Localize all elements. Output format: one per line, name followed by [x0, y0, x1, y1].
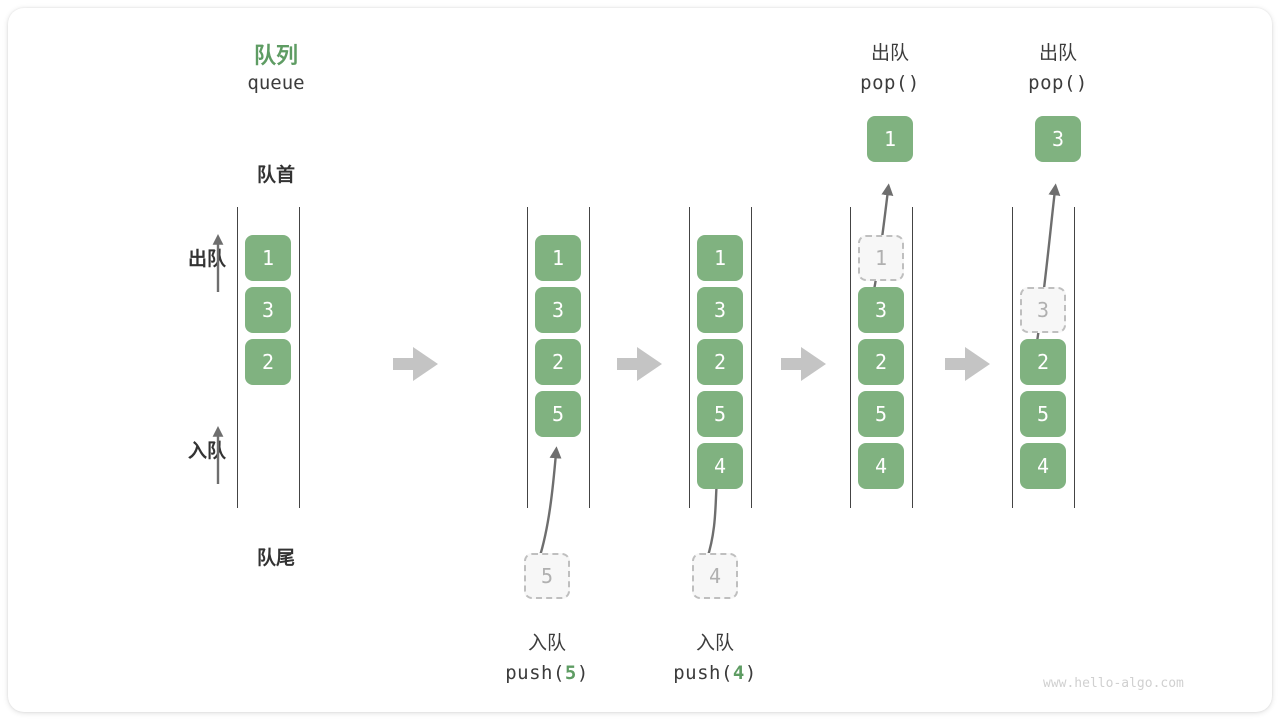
rail-right [589, 207, 590, 508]
queue-cell: 3 [535, 287, 581, 333]
pop-op-label-code: pop() [1028, 72, 1088, 94]
push-arrow-5 [537, 446, 562, 560]
rail-left [850, 207, 851, 508]
ghost-cell-push: 5 [524, 553, 570, 599]
queue-cell: 4 [1020, 443, 1066, 489]
queue-cell: 2 [1020, 339, 1066, 385]
queue-cell: 5 [858, 391, 904, 437]
pop-op-label-code: pop() [860, 72, 920, 94]
diagram-card: 队列 queue 队首 队尾 出队 入队 [8, 8, 1272, 712]
push-op-label-cn: 入队 [695, 633, 734, 654]
push-op-prefix: push( [505, 662, 565, 684]
queue-stage-push-4: 1 3 2 5 4 4 入队 push(4) [8, 8, 1272, 712]
queue-cell: 1 [245, 235, 291, 281]
queue-cell: 3 [697, 287, 743, 333]
transition-arrow-4 [945, 347, 990, 381]
queue-cell: 5 [697, 391, 743, 437]
rail-left [689, 207, 690, 508]
ghost-cell-push: 4 [692, 553, 738, 599]
push-op-label-code: push(5) [477, 662, 617, 684]
queue-cell-inserted: 4 [697, 443, 743, 489]
queue-cell: 5 [1020, 391, 1066, 437]
push-op-suffix: ) [744, 662, 757, 684]
queue-cell: 3 [858, 287, 904, 333]
queue-cell: 2 [858, 339, 904, 385]
rail-left [1012, 207, 1013, 508]
queue-cell: 1 [697, 235, 743, 281]
queue-cell: 2 [697, 339, 743, 385]
queue-cell: 2 [535, 339, 581, 385]
dequeue-direction-label: 出队 [187, 249, 226, 270]
rail-left [237, 207, 238, 508]
ghost-cell-pop: 1 [858, 235, 904, 281]
push-op-prefix: push( [673, 662, 733, 684]
rail-right [751, 207, 752, 508]
push-op-label-code: push(4) [645, 662, 785, 684]
diagram-title-code: queue [247, 72, 305, 94]
queue-cell: 1 [535, 235, 581, 281]
popped-cell: 3 [1035, 116, 1081, 162]
enqueue-direction-label: 入队 [187, 441, 226, 462]
push-op-suffix: ) [576, 662, 589, 684]
transition-arrow-3 [781, 347, 826, 381]
transition-arrow-2 [617, 347, 662, 381]
pop-op-label-cn: 出队 [1038, 43, 1077, 64]
queue-cell: 4 [858, 443, 904, 489]
queue-stage-push-5: 1 3 2 5 5 入队 push(5) [8, 8, 1272, 712]
diagram-stage: 队列 queue 队首 队尾 出队 入队 [8, 8, 1272, 712]
rail-right [299, 207, 300, 508]
queue-stage-pop-3: 出队 pop() 3 3 2 5 4 [8, 8, 1272, 712]
transition-arrow-1 [393, 347, 438, 381]
queue-stage-pop-1: 出队 pop() 1 1 3 2 5 4 [8, 8, 1272, 712]
rail-right [912, 207, 913, 508]
queue-cell-inserted: 5 [535, 391, 581, 437]
popped-cell: 1 [867, 116, 913, 162]
push-op-arg: 5 [564, 662, 577, 684]
rail-right [1074, 207, 1075, 508]
watermark: www.hello-algo.com [1043, 676, 1184, 691]
rail-left [527, 207, 528, 508]
front-label: 队首 [256, 165, 295, 186]
ghost-cell-pop: 3 [1020, 287, 1066, 333]
rear-label: 队尾 [256, 548, 295, 569]
push-op-arg: 4 [732, 662, 745, 684]
queue-stage-initial: 1 3 2 [8, 8, 1272, 712]
queue-cell: 2 [245, 339, 291, 385]
push-op-label-cn: 入队 [527, 633, 566, 654]
pop-op-label-cn: 出队 [870, 43, 909, 64]
diagram-title-cn: 队列 [253, 43, 298, 68]
queue-cell: 3 [245, 287, 291, 333]
